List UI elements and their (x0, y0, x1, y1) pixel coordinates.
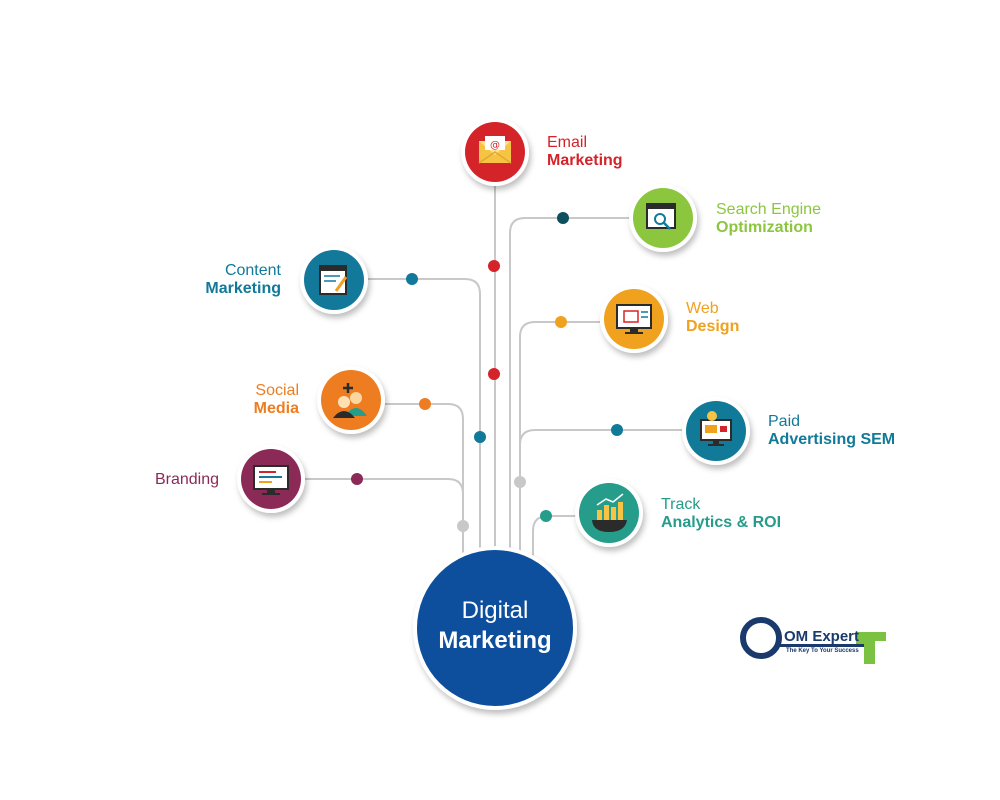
label-social-line1: Social (255, 382, 299, 399)
monitor-brand-icon (253, 465, 289, 495)
dot-branding (351, 473, 363, 485)
node-web (600, 285, 668, 353)
node-paid (682, 397, 750, 465)
connector-dots (351, 212, 623, 532)
node-branding (237, 445, 305, 513)
dot-email-1 (488, 260, 500, 272)
center-label: Digital Marketing (416, 596, 574, 656)
node-email: @ (461, 118, 529, 186)
dot-content (406, 273, 418, 285)
dot-social (419, 398, 431, 410)
label-web-line1: Web (686, 300, 719, 317)
node-social (317, 366, 385, 434)
connector-branding (305, 478, 464, 495)
label-web: Web Design (686, 300, 739, 336)
label-content: Content Marketing (160, 262, 281, 298)
connector-content (368, 278, 481, 550)
dot-track (540, 510, 552, 522)
label-email-line2: Marketing (547, 152, 623, 169)
envelope-icon: @ (478, 136, 512, 164)
om-expert-logo: OM Expert The Key To Your Success (740, 614, 890, 670)
label-content-line2: Marketing (205, 280, 281, 297)
dot-email-2 (488, 368, 500, 380)
label-social: Social Media (200, 382, 299, 418)
label-track-line2: Analytics & ROI (661, 514, 782, 531)
label-paid: Paid Advertising SEM (768, 413, 895, 449)
node-track (575, 479, 643, 547)
center-label-line1: Digital (461, 597, 529, 624)
svg-text:@: @ (490, 140, 500, 151)
label-social-line2: Media (253, 400, 299, 417)
node-content (300, 246, 368, 314)
node-seo (629, 184, 697, 252)
key-ring-icon (740, 617, 886, 664)
label-seo-line1: Search Engine (716, 201, 821, 218)
logo-brand-text: OM Expert (784, 628, 860, 645)
connectors (305, 185, 683, 560)
people-add-icon (333, 383, 367, 418)
dot-paid (611, 424, 623, 436)
label-paid-line1: Paid (768, 413, 801, 430)
dot-web (555, 316, 567, 328)
chart-bowl-icon (592, 493, 627, 532)
label-seo-line2: Optimization (716, 219, 813, 236)
dot-web-2 (514, 476, 526, 488)
document-pen-icon (319, 265, 348, 295)
connector-track (532, 515, 576, 560)
label-email: Email Marketing (547, 134, 623, 170)
monitor-ad-icon (700, 411, 732, 446)
label-content-line1: Content (224, 262, 281, 279)
connector-web (519, 321, 600, 552)
connector-social (385, 403, 464, 556)
connector-paid (519, 429, 683, 446)
label-track: Track Analytics & ROI (661, 496, 781, 532)
label-branding: Branding (120, 471, 219, 489)
dot-seo (557, 212, 569, 224)
label-branding-line1: Branding (154, 471, 219, 488)
monitor-design-icon (616, 304, 652, 334)
label-paid-line2: Advertising SEM (768, 431, 896, 448)
center-hub (413, 546, 577, 710)
logo-tagline: The Key To Your Success (786, 648, 859, 654)
label-track-line1: Track (661, 496, 701, 513)
connector-seo (509, 217, 630, 550)
center-label-line2: Marketing (438, 627, 552, 654)
dot-branding-2 (457, 520, 469, 532)
label-email-line1: Email (547, 134, 588, 151)
dot-content-2 (474, 431, 486, 443)
magnifier-window-icon (646, 203, 676, 230)
label-web-line2: Design (686, 318, 740, 335)
label-seo: Search Engine Optimization (716, 201, 821, 237)
